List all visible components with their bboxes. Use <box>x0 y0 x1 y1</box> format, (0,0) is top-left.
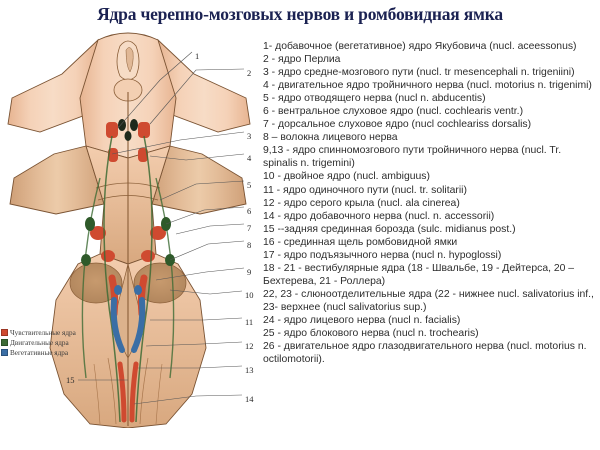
leader-line-9 <box>155 267 245 281</box>
page-title: Ядра черепно-мозговых нервов и ромбовидн… <box>97 4 503 24</box>
motor-fiber-tract-left <box>103 135 121 423</box>
motor-key-label: Двигательные ядра <box>10 338 69 347</box>
cuneate-fasciculus-left <box>93 363 101 425</box>
hypoglossal-nucleus-right <box>131 297 146 353</box>
sensory-nucleus-right-mid <box>138 148 148 162</box>
legend-item: 22, 23 - слюноотделительные ядра (22 - н… <box>263 288 594 313</box>
callout-number-4: 4 <box>247 153 252 163</box>
aqueduct-lumen <box>125 47 134 73</box>
brainstem-artwork <box>7 32 251 428</box>
leader-line-12 <box>145 341 243 347</box>
leader-line-11 <box>150 317 243 321</box>
gracile-fasciculus-left <box>107 357 117 425</box>
sensory-nucleus-right-medullary <box>141 250 155 262</box>
callout-number-6: 6 <box>247 206 252 216</box>
legend-item: 8 – волокна лицевого нерва <box>263 132 398 144</box>
callout-number-11: 11 <box>245 317 254 327</box>
leader-line-4 <box>149 153 245 161</box>
sensory-nucleus-right-upper <box>138 122 150 138</box>
leader-line-6 <box>165 206 245 225</box>
hypoglossal-nucleus-left <box>110 297 125 353</box>
motor-fiber-lateral-right <box>155 177 175 379</box>
legend-item: 24 - ядро лицевого нерва (nucl n. facial… <box>263 314 461 326</box>
leader-line-2 <box>149 68 245 125</box>
sensory-key-label: Чувствительные ядра <box>10 328 76 337</box>
callout-number-5: 5 <box>247 180 252 190</box>
sensory-nucleus-left-medullary <box>101 250 115 262</box>
vegetative-color-swatch <box>1 349 8 357</box>
legend-item: 9,13 - ядро спинномозгового пути тройнич… <box>263 145 562 170</box>
color-key-row-vegetative: Вегетативные ядра <box>1 348 106 358</box>
leader-line-8 <box>169 240 245 261</box>
leader-line-14 <box>133 394 243 405</box>
callout-number-14: 14 <box>245 394 254 404</box>
leader-line-13 <box>138 365 243 369</box>
callout-number-10: 10 <box>245 290 254 300</box>
color-key-row-sensory: Чувствительные ядра <box>1 328 106 338</box>
leader-line-3 <box>111 131 245 155</box>
legend-item: 25 - ядро блокового нерва (nucl n. troch… <box>263 328 479 340</box>
motor-fiber-tract-right <box>135 135 153 423</box>
callout-number-12: 12 <box>245 341 254 351</box>
legend-item: 6 - вентральное слуховое ядро (nucl. coc… <box>263 106 524 118</box>
callout-number-3: 3 <box>247 131 252 141</box>
callout-number-2: 2 <box>247 68 252 78</box>
vegetative-key-label: Вегетативные ядра <box>10 348 69 357</box>
callout-number-8: 8 <box>247 240 252 250</box>
brainstem-diagram: 1 2 3 4 5 6 7 8 9 10 11 12 13 14 15 Чувс… <box>0 28 262 450</box>
sensory-nucleus-right-pontine <box>150 226 166 240</box>
motor-nucleus-left-ambiguus <box>81 254 91 266</box>
legend-item: 14 - ядро добавочного нерва (nucl. n. ac… <box>263 210 495 222</box>
legend-item: 12 - ядро серого крыла (nucl. ala cinere… <box>263 197 460 209</box>
leader-line-10 <box>169 289 243 295</box>
perlia-nucleus <box>124 131 132 141</box>
motor-nucleus-left-abducens <box>85 217 95 231</box>
motor-nucleus-left-oculomotor <box>118 119 126 131</box>
legend-item: 4 - двигательное ядро тройничного нерва … <box>263 80 592 92</box>
cuneate-fasciculus-right <box>155 363 163 425</box>
vegetative-nuclei-group <box>110 285 146 353</box>
callout-number-7: 7 <box>247 223 252 233</box>
motor-fiber-lateral-left <box>81 177 101 379</box>
callout-number-15: 15 <box>66 375 75 385</box>
legend-item: 17 - ядро подъязычного нерва (nucl n. hy… <box>263 249 502 261</box>
leader-line-5 <box>159 180 245 201</box>
legend-item: 18 - 21 - вестибулярные ядра (18 - Шваль… <box>263 262 575 287</box>
legend-item: 2 - ядро Перлиа <box>263 54 341 66</box>
salivatory-nucleus-left <box>114 285 122 295</box>
callout-number-1: 1 <box>195 51 200 61</box>
legend-item: 1- добавочное (вегетативное) ядро Якубов… <box>263 41 577 52</box>
sensory-nucleus-left-mid <box>108 148 118 162</box>
legend-item: 16 - срединная щель ромбовидной ямки <box>263 236 458 248</box>
sensory-nucleus-left-pontine <box>90 226 106 240</box>
callout-number-13: 13 <box>245 365 254 375</box>
color-key-row-motor: Двигательные ядра <box>1 338 106 348</box>
legend-item: 26 - двигательное ядро глазодвигательног… <box>263 341 587 366</box>
color-key: Чувствительные ядра Двигательные ядра Ве… <box>1 328 106 358</box>
leader-line-7 <box>175 223 245 235</box>
motor-color-swatch <box>1 339 8 347</box>
salivatory-nucleus-right <box>134 285 142 295</box>
sensory-nucleus-left-upper <box>106 122 118 138</box>
motor-nucleus-right-oculomotor <box>130 119 138 131</box>
leader-line-1 <box>117 51 193 129</box>
legend-item: 7 - дорсальное слуховое ядро (nucl cochl… <box>263 119 532 131</box>
gracile-fasciculus-right <box>139 357 149 425</box>
legend-item: 3 - ядро средне-мозгового пути (nucl. tr… <box>263 67 575 79</box>
sensory-color-swatch <box>1 329 8 337</box>
legend-list: 1- добавочное (вегетативное) ядро Якубов… <box>263 40 597 366</box>
callout-number-9: 9 <box>247 267 252 277</box>
leader-lines-group <box>78 51 245 405</box>
spinal-trigeminal-nucleus-right <box>129 361 139 423</box>
legend-item: 11 - ядро одиночного пути (nucl. tr. sol… <box>263 184 467 196</box>
legend-item: 5 - ядро отводящего нерва (nucl n. abduc… <box>263 93 486 105</box>
legend-item: 15 --задняя срединная борозда (sulc. mid… <box>263 223 516 235</box>
spinal-trigeminal-nucleus-left <box>117 361 127 423</box>
legend-item: 10 - двойное ядро (nucl. ambiguus) <box>263 171 430 183</box>
